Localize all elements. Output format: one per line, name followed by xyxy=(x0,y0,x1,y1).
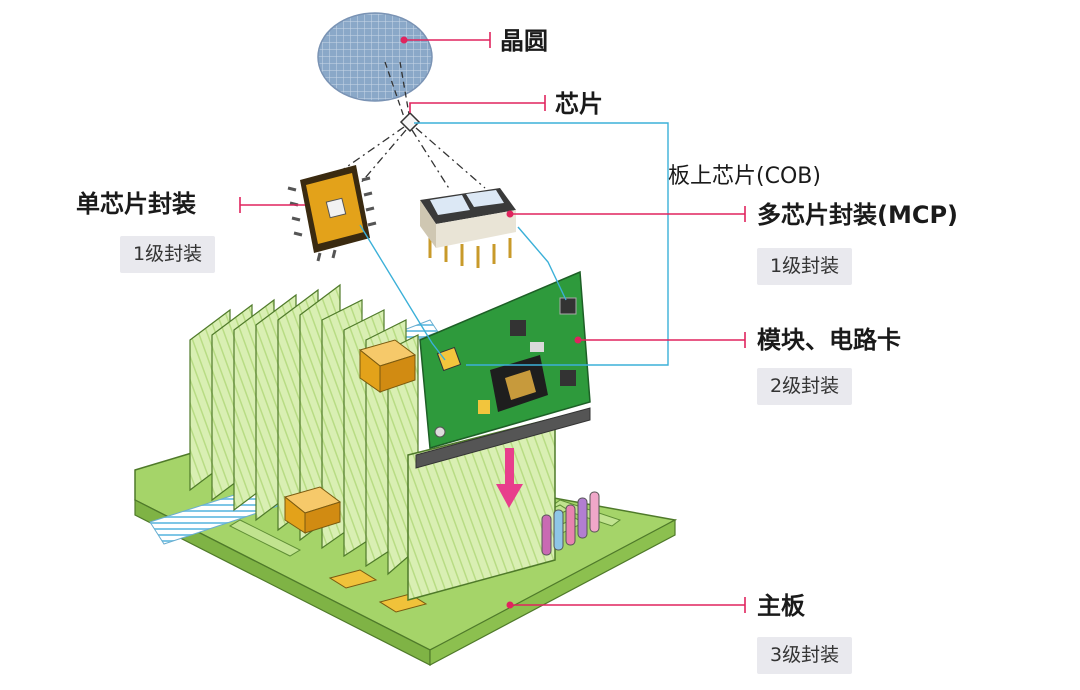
capacitors xyxy=(541,491,600,556)
single-chip-package xyxy=(287,165,377,262)
chip-to-package-lines xyxy=(324,126,486,206)
connector-lines xyxy=(359,122,669,366)
card-slot-board xyxy=(407,407,591,601)
wafer xyxy=(317,12,433,102)
module-card xyxy=(419,270,591,449)
label-single-chip-package: 单芯片封装 xyxy=(76,190,196,218)
box-chips xyxy=(283,339,417,534)
badge-level1-right: 1级封装 xyxy=(757,248,853,285)
label-motherboard: 主板 xyxy=(757,592,805,620)
badge-level3: 3级封装 xyxy=(757,637,853,674)
label-chip: 芯片 xyxy=(555,90,603,118)
badge-level2: 2级封装 xyxy=(757,368,853,405)
chip-die xyxy=(399,111,421,133)
mcp-package xyxy=(420,188,516,268)
label-cob: 板上芯片(COB) xyxy=(668,164,821,189)
insert-arrow xyxy=(496,448,523,508)
label-wafer: 晶圆 xyxy=(500,27,548,55)
badge-level1-left: 1级封装 xyxy=(120,236,216,273)
label-mcp: 多芯片封装(MCP) xyxy=(757,201,959,229)
wafer-to-chip-lines xyxy=(384,61,411,121)
leader-lines xyxy=(239,32,746,613)
label-module-card: 模块、电路卡 xyxy=(757,326,901,354)
